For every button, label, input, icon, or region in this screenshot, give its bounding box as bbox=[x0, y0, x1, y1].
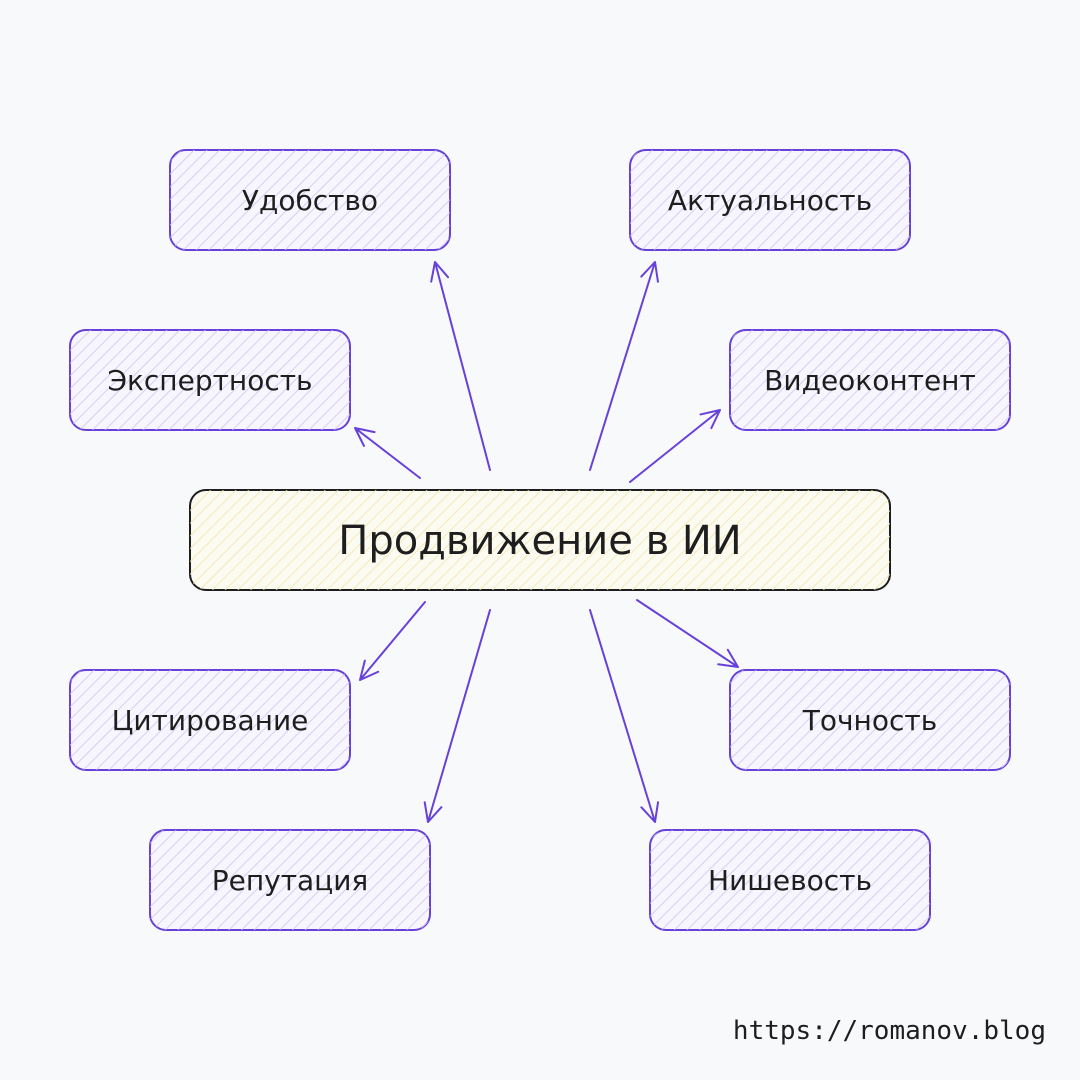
arrow bbox=[423, 609, 491, 823]
arrows bbox=[354, 261, 739, 823]
node-citirovanie[interactable]: Цитирование bbox=[69, 669, 351, 771]
node-box bbox=[630, 150, 910, 250]
node-udobstvo[interactable]: Удобство bbox=[169, 149, 451, 251]
arrow bbox=[589, 261, 659, 471]
node-box bbox=[730, 670, 1010, 770]
center-node[interactable]: Продвижение в ИИ bbox=[189, 489, 891, 591]
node-label: Нишевость bbox=[708, 864, 872, 897]
node-label: Цитирование bbox=[112, 704, 309, 737]
node-label: Экспертность bbox=[107, 364, 312, 397]
arrow bbox=[629, 409, 721, 483]
node-box bbox=[730, 330, 1010, 430]
node-label: Видеоконтент bbox=[764, 364, 976, 397]
node-label: Репутация bbox=[212, 864, 369, 897]
node-box bbox=[650, 830, 930, 930]
footer-url[interactable]: https://romanov.blog bbox=[732, 1016, 1046, 1046]
node-box bbox=[170, 150, 450, 250]
node-label: Точность bbox=[802, 704, 937, 737]
node-ekspertnost[interactable]: Экспертность bbox=[69, 329, 351, 431]
arrow bbox=[589, 609, 660, 823]
node-box bbox=[70, 330, 350, 430]
node-label: Удобство bbox=[242, 184, 378, 217]
node-label: Актуальность bbox=[668, 184, 872, 217]
arrow bbox=[354, 427, 421, 479]
arrow bbox=[636, 599, 739, 668]
node-aktualnost[interactable]: Актуальность bbox=[629, 149, 911, 251]
node-videokontent[interactable]: Видеоконтент bbox=[729, 329, 1011, 431]
node-box bbox=[150, 830, 430, 930]
arrow bbox=[430, 261, 491, 471]
node-box bbox=[70, 670, 350, 770]
arrow bbox=[359, 601, 426, 681]
center-label: Продвижение в ИИ bbox=[338, 518, 741, 564]
node-nishevost[interactable]: Нишевость bbox=[649, 829, 931, 931]
node-reputaciya[interactable]: Репутация bbox=[149, 829, 431, 931]
node-tochnost[interactable]: Точность bbox=[729, 669, 1011, 771]
